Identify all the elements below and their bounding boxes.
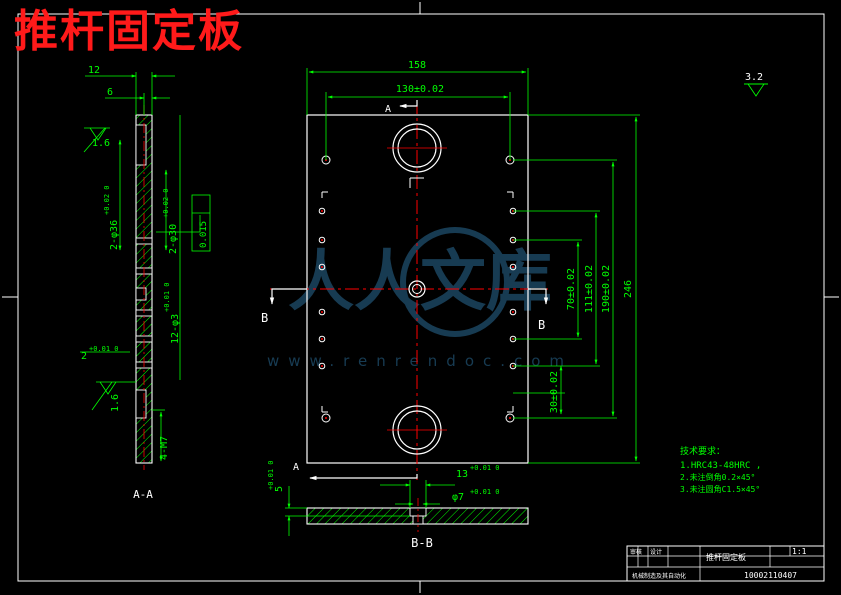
- drawing-title: 推杆固定板: [14, 6, 244, 57]
- tb-code: 10002110407: [744, 571, 797, 580]
- ejector-hole-center: [325, 417, 327, 419]
- tb-school: 机械制造及其自动化: [632, 572, 686, 580]
- ejector-hole-center: [512, 266, 514, 268]
- roughness-1-6-top: 1.6: [92, 138, 110, 149]
- cutting-plane-a: [309, 100, 418, 481]
- dim-13: 13: [456, 469, 468, 480]
- ejector-hole: [318, 362, 326, 370]
- ejector-hole: [318, 308, 326, 316]
- aa-dimension-labels: 12 6 1.6 2-φ36 +0.02 0 2-φ30 +0.02 0 0.0…: [81, 65, 209, 460]
- section-hole-cut: [135, 287, 147, 301]
- ejector-hole: [318, 263, 326, 271]
- tb-label-design: 设计: [650, 548, 662, 556]
- dim-depth-2-tol: +0.01 0: [89, 345, 119, 353]
- ejector-hole: [509, 263, 517, 271]
- ejector-hole-center: [509, 417, 511, 419]
- dim-30: 30±0.02: [549, 371, 560, 413]
- watermark: 人人文库 www.renrendoc.com: [267, 227, 573, 370]
- tb-part-name: 推杆固定板: [706, 552, 746, 562]
- title-block: 设计 审核 推杆固定板 1:1 10002110407 机械制造及其自动化: [626, 545, 825, 582]
- dim-height-246: 246: [623, 280, 634, 298]
- dim-190: 190±0.02: [601, 265, 612, 313]
- section-label-aa: A-A: [133, 488, 153, 501]
- dim-2-phi36: 2-φ36: [109, 220, 120, 250]
- tech-req-item-2: 2.未注倒角0.2×45°: [680, 472, 755, 482]
- dim-6: 6: [107, 87, 113, 98]
- cut-label-a-bottom: A: [293, 462, 299, 473]
- cut-label-b-right: B: [538, 318, 545, 332]
- dim-13-tol: +0.01 0: [470, 464, 500, 472]
- dim-depth-5: 5: [274, 486, 285, 492]
- bb-dimension-labels: 13 +0.01 0 φ7 +0.01 0 5 +0.01 0: [267, 460, 500, 503]
- section-hole-cut: [135, 124, 147, 166]
- dim-depth-5-tol: +0.01 0: [267, 460, 275, 490]
- flatness-value: 0.015: [199, 221, 209, 248]
- dim-depth-2: 2: [81, 351, 87, 362]
- large-bore-top: [387, 123, 447, 173]
- dim-12: 12: [88, 65, 100, 76]
- roughness-1-6-bottom: 1.6: [110, 394, 121, 412]
- dim-12-phi3-tol: +0.01 0: [163, 282, 171, 312]
- dim-phi7: φ7: [452, 492, 464, 503]
- ejector-hole-center: [321, 239, 323, 241]
- tech-req-heading: 技术要求：: [680, 445, 725, 457]
- tech-req-item-3: 3.未注圆角C1.5×45°: [680, 484, 760, 494]
- roughness-general: 3.2: [744, 72, 768, 97]
- ejector-hole-center: [321, 210, 323, 212]
- watermark-url: www.renrendoc.com: [267, 352, 573, 370]
- bb-dimensions: [285, 480, 455, 536]
- ejector-hole: [318, 335, 326, 343]
- tb-scale: 1:1: [792, 547, 807, 556]
- plan-dimensions: [306, 68, 640, 464]
- center-hole: [408, 280, 426, 298]
- ejector-hole: [509, 308, 517, 316]
- tb-label-review: 审核: [630, 548, 642, 556]
- large-bore-bottom: [387, 405, 447, 455]
- ejector-hole-center: [321, 338, 323, 340]
- ejector-hole: [318, 207, 326, 215]
- ejector-hole: [321, 413, 331, 423]
- dim-2-phi30-tol: +0.02 0: [162, 188, 170, 218]
- dim-4-m7: 4-M7: [159, 436, 170, 460]
- plan-dimension-labels: 158 130±0.02 246 190±0.02 111±0.02 70±0.…: [396, 60, 634, 413]
- dim-70: 70±0.02: [566, 268, 577, 310]
- tech-req-item-1: 1.HRC43-48HRC ,: [680, 461, 761, 471]
- dim-130: 130±0.02: [396, 84, 444, 95]
- dim-12-phi3: 12-φ3: [170, 314, 181, 344]
- section-a-a: [135, 105, 153, 470]
- dim-2-phi30: 2-φ30: [168, 224, 179, 254]
- hidden-edge-marks: [321, 177, 514, 413]
- section-hole-cut: [135, 389, 147, 419]
- tech-requirements: 技术要求： 1.HRC43-48HRC , 2.未注倒角0.2×45° 3.未注…: [680, 445, 761, 494]
- dim-2-phi36-tol: +0.02 0: [103, 185, 111, 215]
- ejector-hole-center: [321, 365, 323, 367]
- dim-width-158: 158: [408, 60, 426, 71]
- dim-phi7-tol: +0.01 0: [470, 488, 500, 496]
- cut-label-b-left: B: [261, 311, 268, 325]
- cut-label-a-top: A: [385, 104, 391, 115]
- roughness-3-2: 3.2: [745, 72, 763, 83]
- section-label-bb: B-B: [411, 536, 433, 550]
- ejector-hole-center: [512, 311, 514, 313]
- cutting-plane-b: [269, 288, 549, 305]
- ejector-hole: [318, 236, 326, 244]
- dim-111: 111±0.02: [584, 265, 595, 313]
- aa-dimensions: [80, 72, 211, 462]
- ejector-hole-center: [321, 266, 323, 268]
- section-b-b: [306, 498, 529, 532]
- ejector-hole-center: [321, 311, 323, 313]
